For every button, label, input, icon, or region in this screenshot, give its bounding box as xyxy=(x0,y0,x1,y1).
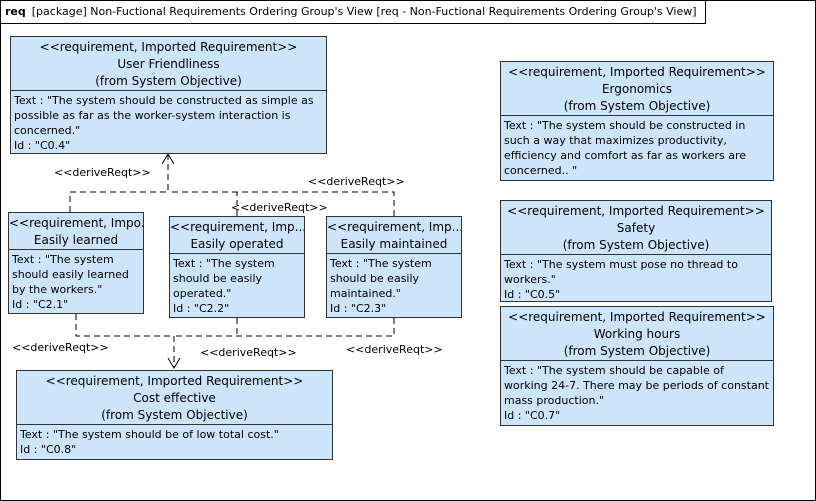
derive-label-3: <<deriveReqt>> xyxy=(231,201,328,214)
req-easily-operated[interactable]: <<requirement, Imp... Easily operated Te… xyxy=(169,216,305,318)
req-id: Id : "C0.8" xyxy=(20,443,77,456)
arrowhead-cost xyxy=(167,357,181,369)
derive-line-learned-to-friendliness xyxy=(69,154,169,212)
req-text: Text : "The system should be easily oper… xyxy=(173,257,275,300)
req-id: Id : "C0.4" xyxy=(14,139,71,152)
req-cost-effective[interactable]: <<requirement, Imported Requirement>> Co… xyxy=(16,370,333,460)
req-name: User Friendliness xyxy=(117,57,220,71)
req-origin: (from System Objective) xyxy=(563,344,711,358)
req-stereotype: <<requirement, Imp... xyxy=(170,220,304,234)
frame-kind: req xyxy=(5,5,26,18)
req-stereotype: <<requirement, Imp... xyxy=(327,220,461,234)
req-text: Text : "The system should be easily main… xyxy=(330,257,432,300)
req-stereotype: <<requirement, Imported Requirement>> xyxy=(45,374,304,388)
req-id: Id : "C2.3" xyxy=(330,302,387,315)
req-name: Easily operated xyxy=(190,237,284,251)
req-id: Id : "C2.1" xyxy=(12,298,69,311)
derive-line-maintained-to-friendliness xyxy=(168,191,395,216)
derive-line-learned-to-cost xyxy=(75,314,175,368)
req-stereotype: <<requirement, Imported Requirement>> xyxy=(508,65,766,79)
req-name: Cost effective xyxy=(133,391,216,405)
derive-label-2: <<deriveReqt>> xyxy=(308,175,405,188)
req-name: Safety xyxy=(616,221,656,235)
req-origin: (from System Objective) xyxy=(562,238,710,252)
frame-name: [package] Non-Fuctional Requirements Ord… xyxy=(31,5,697,18)
req-id: Id : "C2.2" xyxy=(173,302,230,315)
req-stereotype: <<requirement, Imported Requirement>> xyxy=(508,310,766,324)
req-stereotype: <<requirement, Imported Requirement>> xyxy=(39,40,298,54)
req-stereotype: <<requirement, Impo... xyxy=(9,216,143,230)
req-text: Text : "The system should be capable of … xyxy=(504,364,769,407)
req-text: Text : "The system should easily learned… xyxy=(12,253,129,296)
req-text: Text : "The system should be constructed… xyxy=(14,94,314,137)
req-working-hours[interactable]: <<requirement, Imported Requirement>> Wo… xyxy=(500,306,774,426)
req-name: Easily maintained xyxy=(340,237,448,251)
req-id: Id : "C0.7" xyxy=(504,409,561,422)
req-origin: (from System Objective) xyxy=(563,99,711,113)
derive-label-1: <<deriveReqt>> xyxy=(54,166,151,179)
req-user-friendliness[interactable]: <<requirement, Imported Requirement>> Us… xyxy=(10,36,327,154)
req-id: Id : "C0.5" xyxy=(504,288,561,301)
req-name: Working hours xyxy=(593,327,681,341)
req-text: Text : "The system should be of low tota… xyxy=(20,428,279,441)
frame-title: req [package] Non-Fuctional Requirements … xyxy=(1,1,706,24)
derive-label-4: <<deriveReqt>> xyxy=(12,341,109,354)
req-text: Text : "The system should be constructed… xyxy=(504,119,747,177)
req-name: Easily learned xyxy=(33,233,119,247)
req-easily-learned[interactable]: <<requirement, Impo... Easily learned Te… xyxy=(8,212,144,314)
derive-label-6: <<deriveReqt>> xyxy=(346,343,443,356)
req-safety[interactable]: <<requirement, Imported Requirement>> Sa… xyxy=(500,200,772,302)
req-text: Text : "The system must pose no thread t… xyxy=(504,258,738,286)
req-id: Id : "C0.6" xyxy=(504,178,770,180)
derive-line-maintained-to-cost xyxy=(174,318,395,337)
req-stereotype: <<requirement, Imported Requirement>> xyxy=(507,204,765,218)
req-origin: (from System Objective) xyxy=(101,408,248,422)
req-easily-maintained[interactable]: <<requirement, Imp... Easily maintained … xyxy=(326,216,462,318)
derive-label-5: <<deriveReqt>> xyxy=(200,346,297,359)
arrowhead-friendliness xyxy=(161,153,175,165)
req-name: Ergonomics xyxy=(601,82,673,96)
req-ergonomics[interactable]: <<requirement, Imported Requirement>> Er… xyxy=(500,61,774,181)
req-origin: (from System Objective) xyxy=(95,74,242,88)
